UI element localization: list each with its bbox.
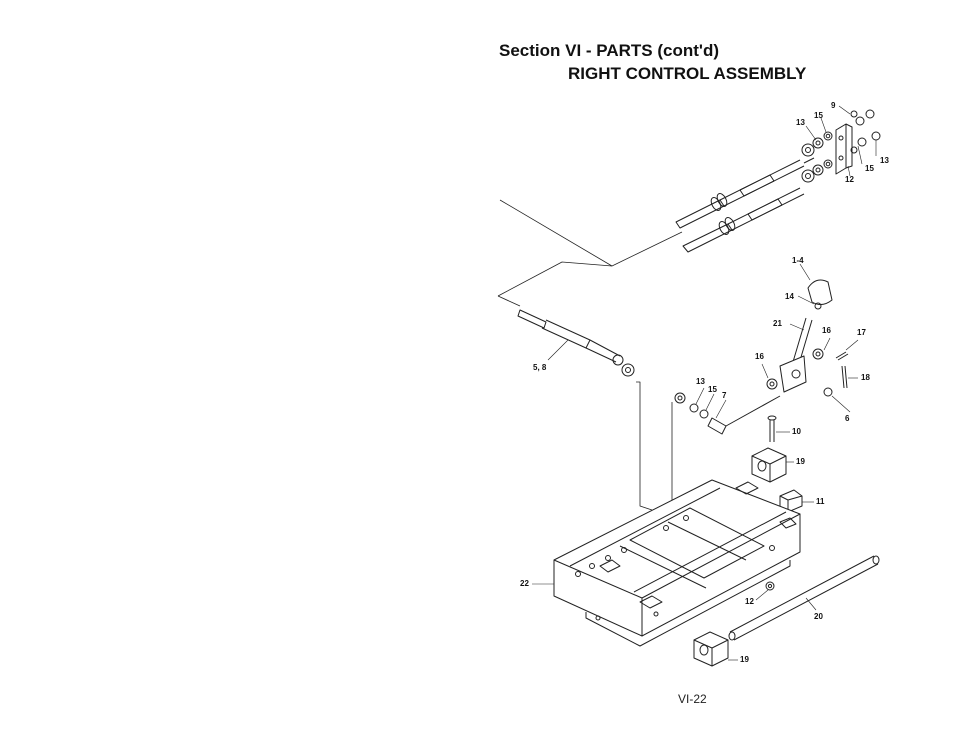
bracket-11 (779, 489, 803, 513)
control-lever (766, 279, 849, 397)
callout-14: 14 (785, 292, 794, 301)
callout-12-lower: 12 (745, 597, 754, 606)
leader-lines (532, 105, 877, 661)
lower-cable (517, 309, 635, 377)
callout-19-upper: 19 (796, 457, 805, 466)
callout-16-left: 16 (755, 352, 764, 361)
callout-15-right: 15 (865, 164, 874, 173)
cable-mount-bracket (801, 109, 881, 183)
callout-labels: 9 15 13 13 15 12 1-4 14 21 16 17 16 18 5… (520, 101, 889, 664)
callout-19-lower: 19 (740, 655, 749, 664)
clamp-block-lower (693, 631, 729, 667)
upper-cable-assembly (675, 157, 815, 253)
cable-routing-lines (497, 199, 683, 522)
callout-21: 21 (773, 319, 782, 328)
clamp-block-upper (751, 447, 787, 483)
callout-22: 22 (520, 579, 529, 588)
bolt-10 (767, 415, 777, 442)
callout-13-left: 13 (796, 118, 805, 127)
section-title: Section VI - PARTS (cont'd) (499, 41, 720, 60)
callout-1-4: 1-4 (792, 256, 804, 265)
nut-12 (765, 581, 775, 591)
callout-9: 9 (831, 101, 836, 110)
page-number: VI-22 (678, 692, 707, 706)
callout-12-top: 12 (845, 175, 854, 184)
callout-5-8: 5, 8 (533, 363, 547, 372)
callout-16-right: 16 (822, 326, 831, 335)
callout-10: 10 (792, 427, 801, 436)
callout-13-right: 13 (880, 156, 889, 165)
callout-15-top: 15 (814, 111, 823, 120)
rod-end (674, 392, 781, 435)
pivot-rod (728, 555, 880, 641)
callout-7: 7 (722, 391, 727, 400)
callout-20: 20 (814, 612, 823, 621)
callout-18: 18 (861, 373, 870, 382)
callout-13-lower: 13 (696, 377, 705, 386)
assembly-title: RIGHT CONTROL ASSEMBLY (568, 64, 807, 83)
bracket-nuts (801, 109, 881, 183)
callout-11: 11 (816, 497, 825, 506)
mounting-frame (553, 479, 801, 647)
callout-17: 17 (857, 328, 866, 337)
callout-15-lower: 15 (708, 385, 717, 394)
callout-6: 6 (845, 414, 850, 423)
